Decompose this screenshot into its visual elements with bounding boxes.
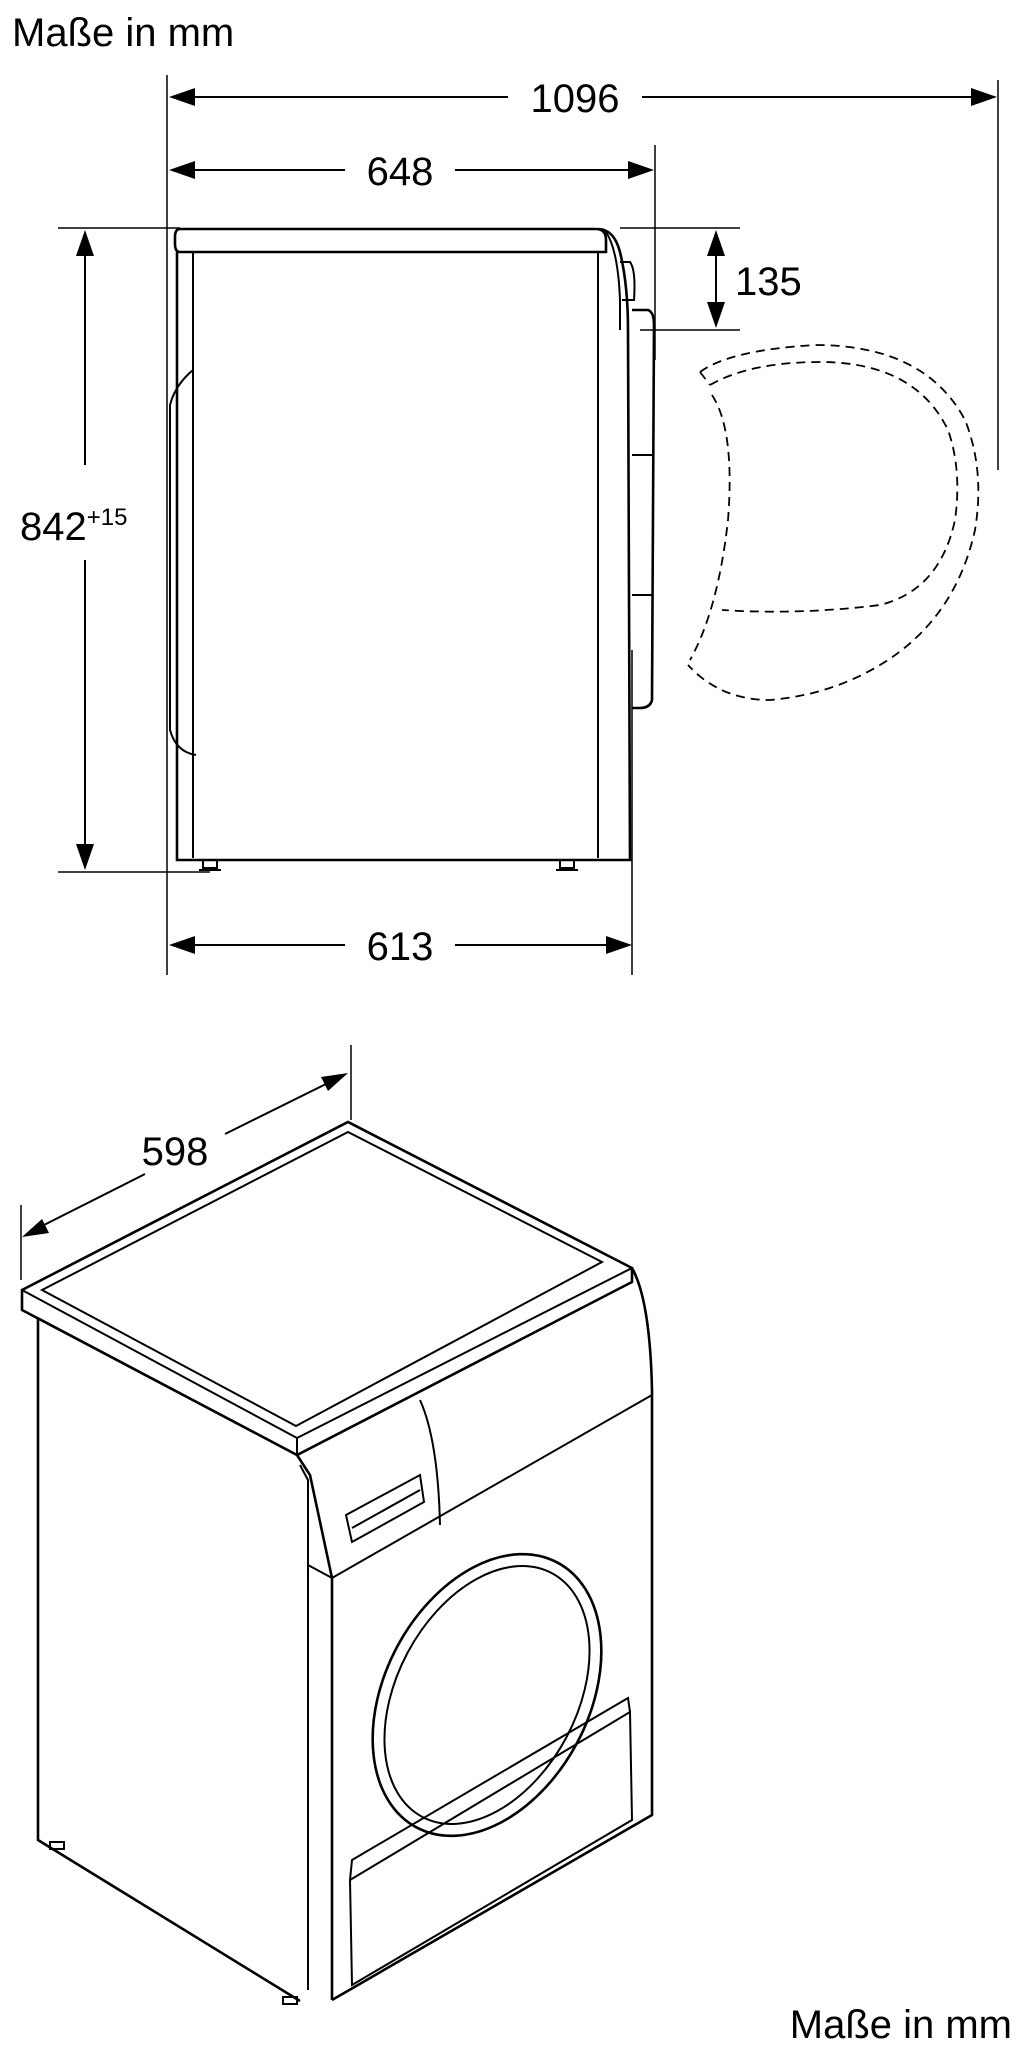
dimension-613-label: 613: [367, 925, 434, 969]
units-label-bottom: Maße in mm: [790, 2003, 1012, 2047]
dimension-135-label: 135: [735, 260, 802, 304]
dimension-598-label: 598: [142, 1130, 209, 1174]
dryer-top-plate: [20, 1120, 634, 1457]
door-outer-ring: [371, 1552, 603, 1838]
dimension-842-label: 842: [20, 505, 87, 549]
dryer-side-outline: [169, 227, 656, 871]
door-inner-ring: [383, 1565, 591, 1825]
isometric-view: 598: [20, 1045, 1012, 2047]
door-swing-outline: [687, 344, 980, 701]
svg-text:842+15: 842+15: [20, 504, 127, 549]
dimension-135: 135: [707, 230, 802, 328]
dimension-613: 613: [169, 925, 632, 969]
dimension-842: 842+15: [20, 230, 127, 870]
dryer-front-face: [49, 1267, 654, 2005]
dryer-side-face: [36, 1317, 309, 2003]
dimension-1096-label: 1096: [531, 77, 620, 121]
dimension-648: 648: [169, 150, 654, 194]
dimension-598: 598: [20, 1045, 352, 1280]
dimension-648-label: 648: [367, 150, 434, 194]
units-label-top: Maße in mm: [12, 11, 234, 55]
dimension-1096: 1096: [169, 77, 997, 121]
dimension-842-tolerance: +15: [87, 504, 128, 531]
side-view: 1096 648 135 842+15: [12, 11, 999, 975]
